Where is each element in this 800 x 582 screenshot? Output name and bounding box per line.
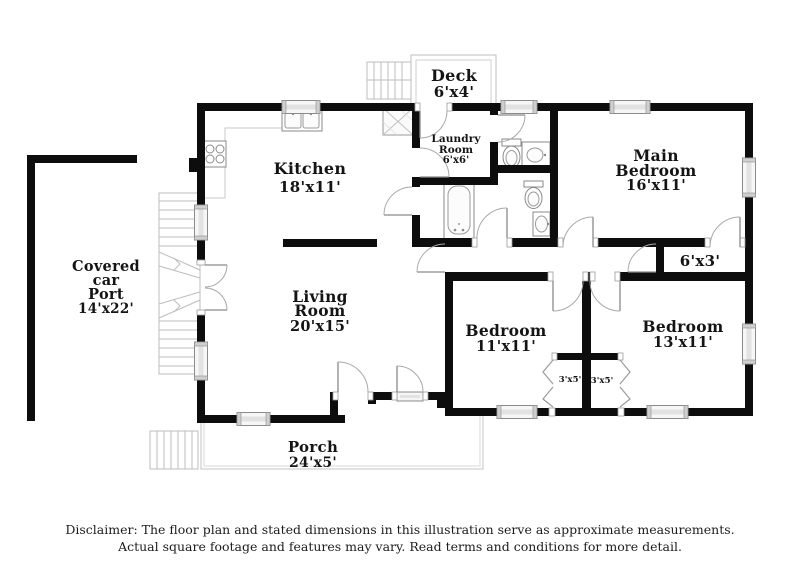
- deck-label: Deck: [431, 66, 478, 85]
- door-threshold: [396, 391, 424, 402]
- kitchen-sink-icon: [281, 109, 323, 132]
- kitchen-dims: 18'x11': [279, 178, 341, 196]
- window: [609, 100, 651, 114]
- carport-walls: [27, 155, 137, 421]
- window: [500, 100, 538, 114]
- window: [742, 323, 756, 365]
- main-bedroom-label: Bedroom: [615, 161, 696, 180]
- disclaimer-line-2: Actual square footage and features may v…: [118, 539, 682, 554]
- bathtub-icon: [443, 181, 475, 240]
- room-labels: Kitchen 18'x11' Living Room 20'x15' Main…: [72, 66, 724, 471]
- water-heater-icon: [382, 107, 414, 136]
- main-bedroom-label: Main: [633, 146, 679, 165]
- carport-label: car: [93, 272, 120, 289]
- bedroom-13-label: Bedroom: [642, 317, 723, 336]
- bedroom-13-dims: 13'x11': [653, 334, 713, 351]
- window: [496, 405, 538, 419]
- window: [646, 405, 689, 419]
- deck-stairs-icon: [366, 61, 412, 100]
- door-jambs: [196, 102, 746, 417]
- door-swing: [204, 110, 741, 393]
- stove-icon: [201, 140, 227, 168]
- living-room-label: Room: [294, 301, 345, 320]
- disclaimer-line-1: Disclaimer: The floor plan and stated di…: [65, 522, 735, 537]
- laundry-room-dims: 6'x6': [443, 155, 470, 166]
- floor-plan-drawing: Kitchen 18'x11' Living Room 20'x15' Main…: [27, 54, 756, 471]
- carport-label: Covered: [72, 258, 140, 275]
- deck-dims: 6'x4': [434, 83, 475, 101]
- window: [281, 100, 321, 114]
- main-bedroom-dims: 16'x11': [626, 177, 686, 194]
- kitchen-label: Kitchen: [274, 159, 347, 178]
- living-room-label: Living: [292, 287, 348, 306]
- window: [194, 341, 208, 381]
- disclaimer-text: Disclaimer: The floor plan and stated di…: [0, 521, 800, 555]
- closet-6x3-dims: 6'x3': [680, 252, 721, 270]
- exterior-walls: [189, 103, 753, 423]
- carport-stairs-icon: [158, 192, 201, 375]
- bedroom-11-dims: 11'x11': [476, 338, 536, 355]
- toilet-icon: [501, 138, 522, 169]
- bifold-door: [542, 359, 631, 408]
- carport-dims: 14'x22': [78, 301, 134, 317]
- porch-outline: [200, 416, 484, 470]
- bathroom-sink-icon: [532, 211, 551, 237]
- porch-label: Porch: [288, 438, 338, 456]
- toilet-icon: [523, 180, 544, 209]
- carport-label: Port: [88, 286, 124, 303]
- living-room-dims: 20'x15': [290, 318, 350, 335]
- bathroom-sink-icon: [521, 141, 551, 169]
- window: [742, 157, 756, 198]
- laundry-room-label: Laundry: [431, 133, 481, 145]
- porch-stairs-icon: [149, 430, 199, 470]
- interior-walls: [283, 103, 753, 408]
- closet-left-dims: 3'x5': [559, 375, 582, 385]
- window: [236, 412, 271, 426]
- closet-right-dims: 3'x5': [591, 376, 614, 386]
- bedroom-11-label: Bedroom: [465, 321, 546, 340]
- porch-dims: 24'x5': [289, 455, 337, 471]
- window: [194, 204, 208, 241]
- laundry-room-label: Room: [439, 144, 473, 156]
